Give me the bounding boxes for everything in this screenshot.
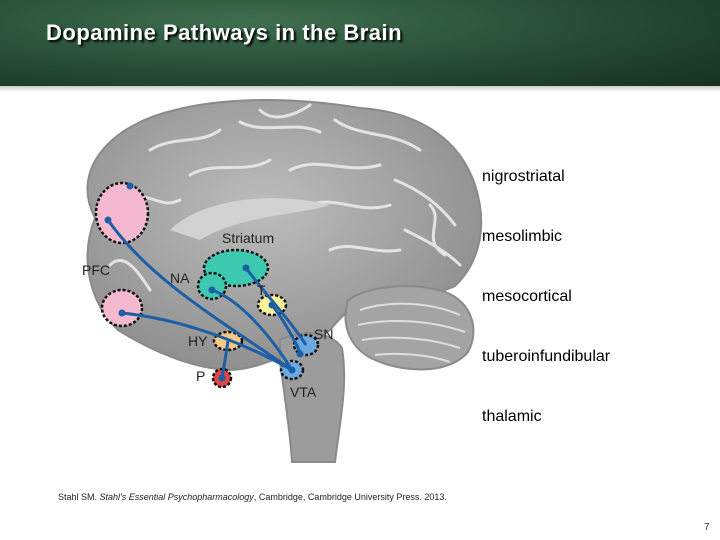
citation: Stahl SM. Stahl's Essential Psychopharma…: [58, 492, 447, 502]
slide-header: [0, 0, 720, 88]
label-na: NA: [170, 270, 190, 286]
citation-book-title: Stahl's Essential Psychopharmacology: [99, 492, 254, 502]
label-pfc: PFC: [82, 262, 110, 278]
label-p: P: [196, 368, 206, 384]
mesolimbic-line: [211, 288, 294, 371]
mesocortical-upper-line: [106, 219, 293, 372]
page-number: 7: [704, 522, 710, 533]
pathway-label-mesolimbic: mesolimbic: [482, 228, 563, 245]
label-hy: HY: [188, 333, 208, 349]
label-t: T: [257, 282, 266, 298]
mesocortical-lower-line: [121, 311, 293, 372]
label-vta: VTA: [290, 384, 317, 400]
corpus-callosum: [170, 198, 330, 240]
pfc-upper-region: [94, 181, 150, 245]
citation-prefix: Stahl SM.: [58, 492, 100, 502]
pathway-label-thalamic: thalamic: [482, 408, 542, 425]
pathway-lines: [106, 219, 308, 379]
cerebellum-shape: [344, 285, 475, 371]
label-sn: SN: [314, 326, 334, 342]
slide-title: Dopamine Pathways in the Brain: [46, 20, 403, 45]
pathway-label-mesocortical: mesocortical: [482, 288, 572, 305]
cerebrum-shape: [86, 99, 483, 372]
nigrostriatal-line: [244, 267, 308, 346]
pathway-endpoints: [104, 182, 304, 382]
citation-suffix: , Cambridge, Cambridge University Press.…: [253, 492, 447, 502]
thalamic-line: [270, 304, 302, 353]
pathway-label-nigrostriatal: nigrostriatal: [482, 168, 565, 185]
brain-diagram: [86, 99, 483, 463]
label-striatum: Striatum: [222, 230, 275, 246]
header-divider: [0, 86, 720, 92]
pathway-label-tuberoinfundibular: tuberoinfundibular: [482, 348, 611, 365]
cerebellum-folds: [357, 302, 466, 363]
pfc-lower-region: [100, 288, 144, 328]
